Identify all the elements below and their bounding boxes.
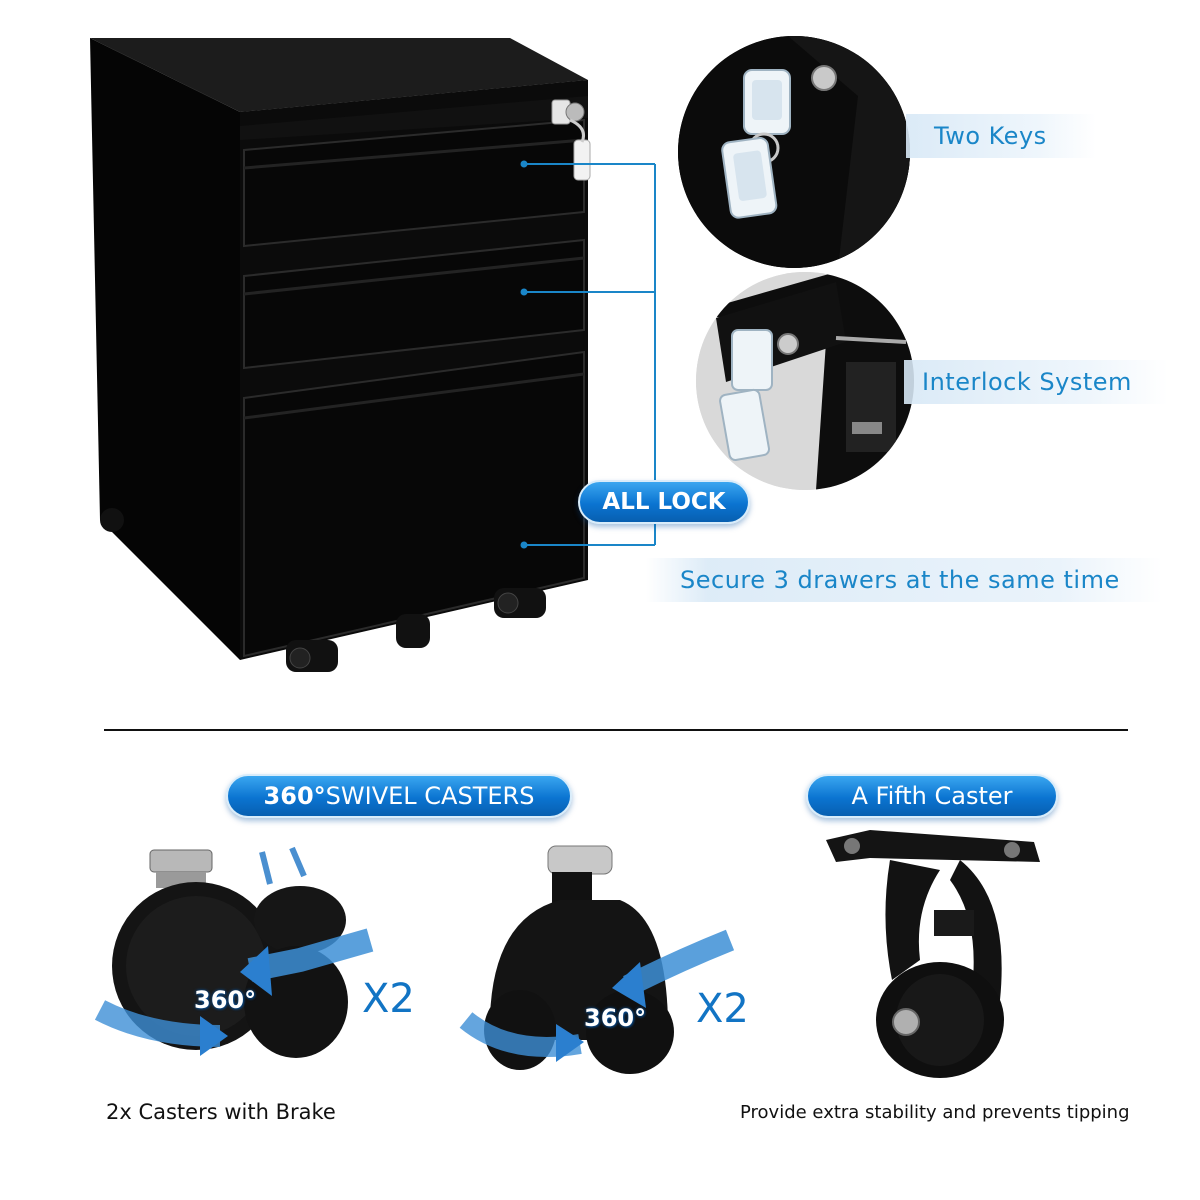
- swivel-bold-text: 360°: [263, 782, 326, 810]
- secure-text: Secure 3 drawers at the same time: [680, 566, 1120, 594]
- two-keys-text: Two Keys: [934, 122, 1047, 150]
- interlock-text: Interlock System: [922, 368, 1132, 396]
- brake-degree-label: 360°: [194, 986, 257, 1014]
- swivel-casters-badge: 360°SWIVEL CASTERS: [226, 774, 572, 818]
- brake-caster-image: [94, 846, 374, 1058]
- swivel-rest-text: SWIVEL CASTERS: [325, 782, 535, 810]
- fifth-caster-badge: A Fifth Caster: [806, 774, 1058, 818]
- fifth-caster-text: A Fifth Caster: [851, 782, 1013, 810]
- all-lock-badge: ALL LOCK: [578, 480, 750, 524]
- swivel-degree-label: 360°: [584, 1004, 647, 1032]
- swivel-x2-label: X2: [696, 986, 749, 1032]
- filing-cabinet-illustration: [90, 38, 591, 672]
- brake-caption: 2x Casters with Brake: [106, 1100, 336, 1124]
- swivel-caster-image: [459, 845, 735, 1074]
- interlock-label: Interlock System: [904, 360, 1168, 404]
- all-lock-text: ALL LOCK: [602, 489, 726, 515]
- section-divider: [104, 729, 1128, 731]
- lock-bracket-lines: [520, 160, 656, 549]
- two-keys-closeup: [678, 36, 910, 268]
- secure-label: Secure 3 drawers at the same time: [646, 558, 1162, 602]
- two-keys-label: Two Keys: [906, 114, 1096, 158]
- interlock-closeup: [696, 272, 914, 490]
- brake-x2-label: X2: [362, 976, 415, 1022]
- fifth-caster-image: [826, 830, 1040, 1078]
- fifth-caption: Provide extra stability and prevents tip…: [740, 1102, 1130, 1123]
